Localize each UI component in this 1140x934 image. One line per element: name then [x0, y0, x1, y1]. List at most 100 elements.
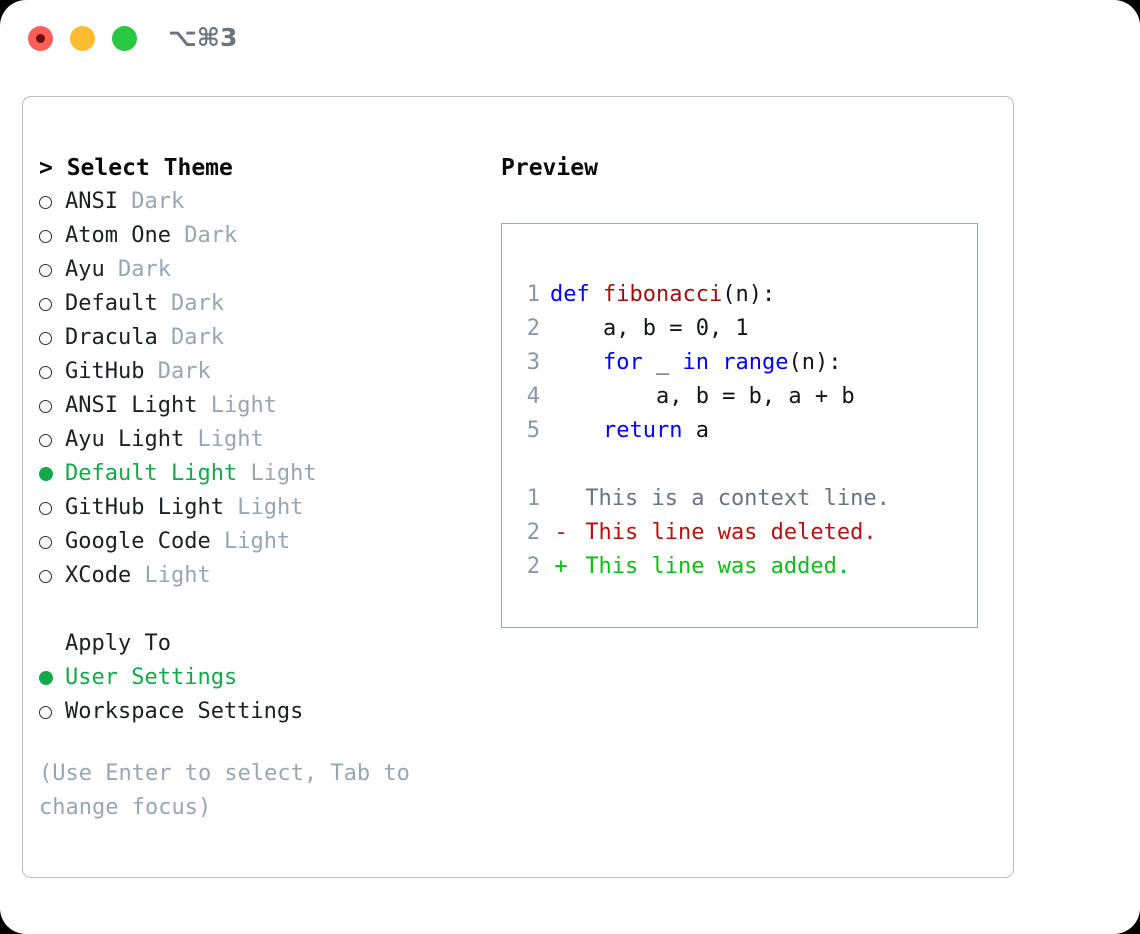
radio-unselected-icon	[39, 229, 65, 243]
theme-option[interactable]: ANSI Light Light	[39, 389, 499, 423]
radio-ring	[39, 297, 52, 311]
code-text: return a	[550, 414, 709, 448]
theme-option[interactable]: Atom One Dark	[39, 219, 499, 253]
code-text: def fibonacci(n):	[550, 278, 775, 312]
line-number: 2	[526, 520, 540, 545]
radio-ring	[39, 263, 52, 277]
theme-option-name: ANSI	[65, 189, 118, 214]
theme-option-name: XCode	[65, 563, 132, 588]
code-token: _	[642, 350, 683, 375]
radio-unselected-icon	[39, 331, 65, 345]
radio-ring	[39, 705, 52, 719]
diff-line: 2- This line was deleted.	[516, 516, 969, 550]
theme-option[interactable]: XCode Light	[39, 559, 499, 593]
line-number: 3	[526, 350, 540, 375]
theme-option-name: Default Light	[65, 461, 238, 486]
line-number: 1	[526, 486, 540, 511]
select-theme-heading: > Select Theme	[39, 155, 233, 181]
radio-ring	[39, 501, 52, 515]
theme-option[interactable]: Ayu Light Light	[39, 423, 499, 457]
code-token: for	[602, 350, 643, 375]
theme-option[interactable]: GitHub Light Light	[39, 491, 499, 525]
diff-marker: +	[554, 554, 568, 579]
apply-to-option[interactable]: User Settings	[39, 661, 499, 695]
diff-marker	[550, 482, 572, 516]
diff-line: 1 This is a context line.	[516, 482, 969, 516]
theme-option-name: ANSI Light	[65, 393, 198, 418]
radio-unselected-icon	[39, 705, 65, 719]
theme-option[interactable]: ANSI Dark	[39, 185, 499, 219]
theme-option[interactable]: Ayu Dark	[39, 253, 499, 287]
code-token: a	[682, 418, 709, 443]
code-token: def	[550, 282, 590, 307]
apply-to-option[interactable]: Workspace Settings	[39, 695, 499, 729]
code-token: return	[602, 418, 683, 443]
theme-option-name: Default	[65, 291, 158, 316]
code-token	[709, 350, 722, 375]
theme-option[interactable]: GitHub Dark	[39, 355, 499, 389]
preview-heading: Preview	[501, 155, 598, 181]
apply-to-heading: Apply To	[65, 631, 171, 656]
keyboard-shortcut-label: ⌥⌘3	[168, 23, 238, 52]
window-controls	[28, 26, 137, 51]
theme-option-name: Atom One	[65, 223, 171, 248]
code-token	[550, 418, 603, 443]
diff-text: This line was added.	[572, 554, 851, 579]
diff-text: This is a context line.	[572, 486, 890, 511]
radio-unselected-icon	[39, 297, 65, 311]
theme-option-category: Dark	[118, 257, 171, 282]
radio-ring	[39, 433, 52, 447]
radio-unselected-icon	[39, 501, 65, 515]
theme-option-name: Ayu Light	[65, 427, 185, 452]
theme-option-category: Light	[250, 461, 317, 486]
radio-ring	[39, 331, 52, 345]
radio-unselected-icon	[39, 263, 65, 277]
radio-unselected-icon	[39, 433, 65, 447]
radio-ring	[39, 365, 52, 379]
code-text: a, b = 0, 1	[550, 312, 749, 346]
radio-unselected-icon	[39, 535, 65, 549]
radio-unselected-icon	[39, 195, 65, 209]
theme-option[interactable]: Google Code Light	[39, 525, 499, 559]
code-token: a, b = b, a + b	[550, 384, 855, 409]
apply-to-option-name: User Settings	[65, 665, 238, 690]
theme-option-category: Light	[210, 393, 277, 418]
radio-unselected-icon	[39, 365, 65, 379]
theme-option-category: Light	[144, 563, 211, 588]
radio-dot	[39, 671, 53, 685]
theme-option-category: Dark	[157, 359, 211, 384]
theme-option-category: Dark	[184, 223, 238, 248]
diff-text: This line was deleted.	[572, 520, 877, 545]
close-window-icon[interactable]	[28, 26, 53, 51]
radio-ring	[39, 229, 52, 243]
theme-option-category: Dark	[170, 325, 224, 350]
maximize-window-icon[interactable]	[112, 26, 137, 51]
minimize-window-icon[interactable]	[70, 26, 95, 51]
theme-option[interactable]: Default Light Light	[39, 457, 499, 491]
theme-option-name: Dracula	[65, 325, 158, 350]
apply-to-option-name: Workspace Settings	[65, 699, 304, 724]
line-number: 5	[526, 418, 540, 443]
diff-marker: -	[554, 520, 568, 545]
line-number: 4	[526, 384, 540, 409]
line-number: 2	[526, 316, 540, 341]
line-number: 2	[526, 554, 540, 579]
radio-ring	[39, 569, 52, 583]
code-line: 3 for _ in range(n):	[516, 346, 969, 380]
theme-option-name: Ayu	[65, 257, 105, 282]
theme-option[interactable]: Dracula Dark	[39, 321, 499, 355]
code-token: in	[682, 350, 709, 375]
code-token: (n):	[788, 350, 842, 375]
code-token	[590, 282, 603, 307]
theme-option[interactable]: Default Dark	[39, 287, 499, 321]
title-bar: ⌥⌘3	[0, 0, 1140, 76]
code-line: 4 a, b = b, a + b	[516, 380, 969, 414]
